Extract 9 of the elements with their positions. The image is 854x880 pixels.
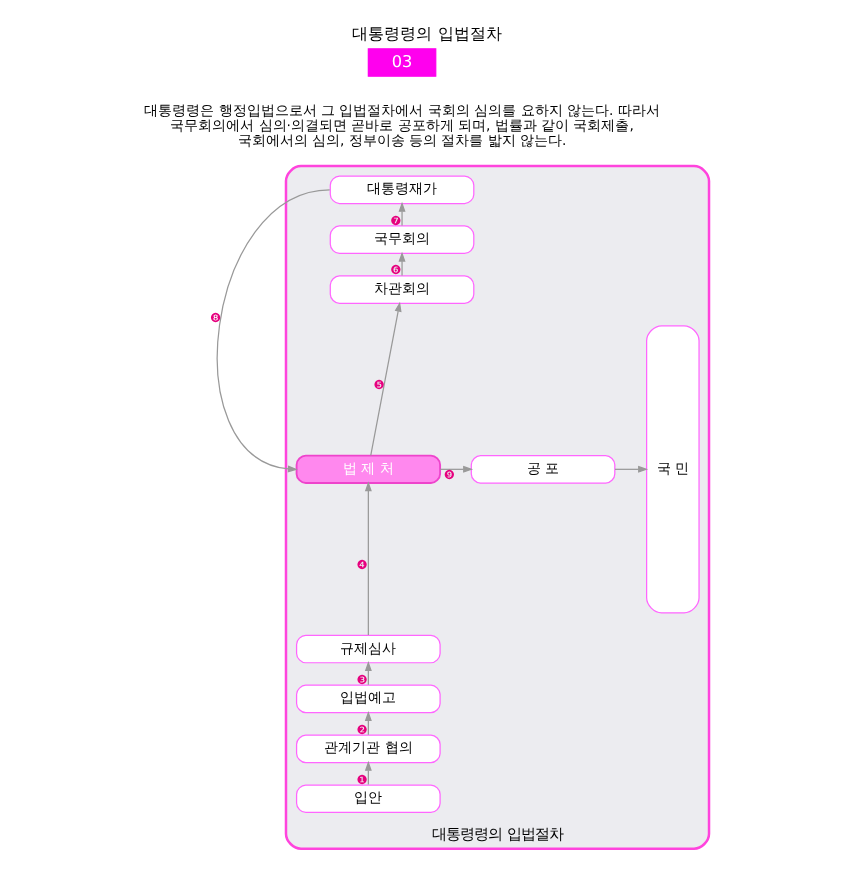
arrow xyxy=(614,465,649,473)
arrow xyxy=(398,251,406,277)
diagram-title: 대통령령의 입법절차 xyxy=(352,23,502,44)
arrow xyxy=(370,301,402,456)
label: 03 xyxy=(391,50,413,71)
arrow xyxy=(216,189,331,473)
arrow xyxy=(398,201,406,227)
arrow xyxy=(364,481,372,636)
arrow xyxy=(439,465,474,473)
